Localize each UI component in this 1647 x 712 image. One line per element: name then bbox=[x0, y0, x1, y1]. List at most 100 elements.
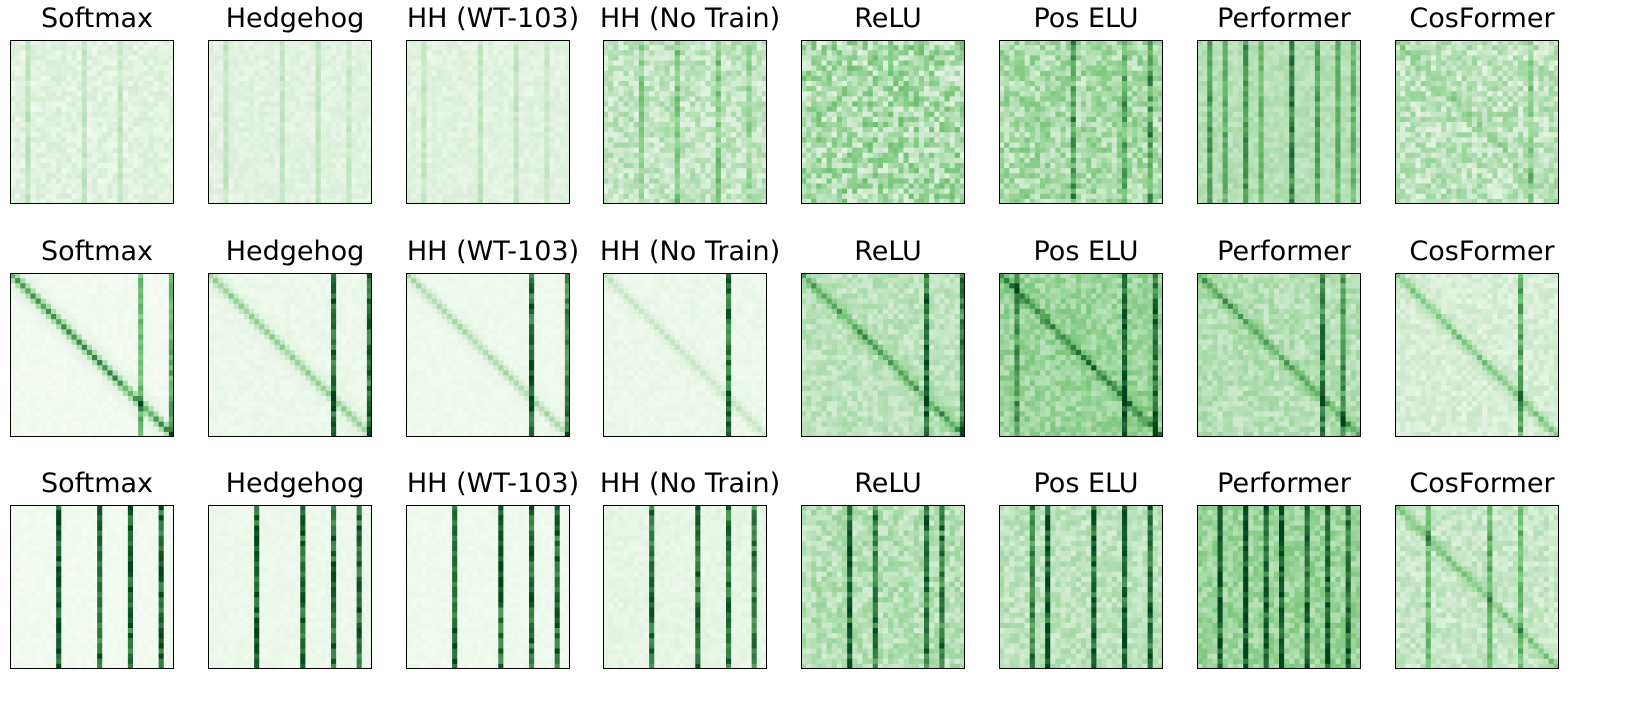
heatmap-cell bbox=[821, 157, 828, 164]
heatmap-cell bbox=[320, 163, 327, 169]
heatmap-cell bbox=[81, 106, 88, 113]
heatmap-cell bbox=[654, 60, 660, 67]
heatmap-cell bbox=[898, 142, 904, 149]
heatmap-cell bbox=[741, 188, 747, 195]
heatmap-cell bbox=[544, 127, 550, 133]
heatmap-cell bbox=[710, 65, 717, 72]
heatmap-cell bbox=[493, 96, 499, 102]
heatmap-cell bbox=[452, 45, 458, 51]
heatmap-cell bbox=[544, 142, 550, 149]
heatmap-cell bbox=[664, 106, 671, 113]
heatmap-cell bbox=[163, 188, 170, 195]
heatmap-cell bbox=[331, 168, 337, 174]
heatmap-cell bbox=[148, 106, 154, 113]
heatmap-cell bbox=[801, 75, 807, 82]
heatmap-cell bbox=[441, 137, 448, 143]
heatmap-cell bbox=[746, 152, 753, 159]
heatmap-cell bbox=[279, 86, 286, 92]
heatmap-cell bbox=[544, 86, 550, 92]
heatmap-cell bbox=[715, 147, 722, 154]
heatmap-cell bbox=[254, 65, 260, 72]
heatmap-cell bbox=[498, 60, 504, 67]
heatmap-cell bbox=[238, 70, 245, 77]
heatmap-cell bbox=[213, 152, 219, 159]
heatmap-cell bbox=[603, 147, 609, 154]
heatmap-cell bbox=[633, 137, 640, 143]
heatmap-cell bbox=[45, 152, 52, 159]
heatmap-cell bbox=[513, 198, 520, 204]
heatmap-cell bbox=[467, 193, 474, 200]
heatmap-cell bbox=[66, 183, 72, 190]
heatmap-cell bbox=[218, 173, 224, 179]
heatmap-cell bbox=[710, 193, 717, 200]
heatmap-cell bbox=[801, 142, 807, 149]
heatmap-cell bbox=[35, 183, 42, 190]
heatmap-cell bbox=[366, 178, 372, 184]
heatmap-cell bbox=[153, 137, 160, 143]
heatmap-cell bbox=[122, 157, 129, 164]
heatmap-cell bbox=[20, 40, 26, 46]
heatmap-cell bbox=[127, 55, 134, 61]
heatmap-cell bbox=[426, 152, 433, 159]
heatmap-cell bbox=[908, 111, 915, 118]
heatmap-cell bbox=[426, 55, 433, 61]
heatmap-cell bbox=[243, 106, 250, 113]
heatmap-cell bbox=[127, 86, 134, 92]
heatmap-cell bbox=[710, 106, 717, 113]
heatmap-cell bbox=[628, 70, 635, 77]
heatmap-cell bbox=[35, 137, 42, 143]
heatmap-cell bbox=[467, 106, 474, 113]
heatmap-cell bbox=[806, 137, 812, 143]
heatmap-cell bbox=[751, 101, 758, 108]
heatmap-cell bbox=[71, 81, 78, 87]
heatmap-cell bbox=[498, 116, 504, 123]
heatmap-cell bbox=[56, 173, 62, 179]
heatmap-cell bbox=[259, 168, 265, 174]
heatmap-cell bbox=[269, 116, 276, 123]
heatmap-cell bbox=[86, 137, 93, 143]
heatmap-cell bbox=[700, 60, 706, 67]
heatmap-cell bbox=[924, 173, 930, 179]
heatmap-cell bbox=[664, 40, 671, 46]
heatmap-cell bbox=[223, 152, 229, 159]
heatmap-cell bbox=[133, 198, 139, 204]
heatmap-cell bbox=[654, 40, 660, 46]
heatmap-cell bbox=[503, 75, 509, 82]
heatmap-cell bbox=[71, 147, 78, 154]
heatmap-cell bbox=[228, 198, 235, 204]
heatmap-cell bbox=[76, 65, 83, 72]
heatmap-cell bbox=[366, 86, 372, 92]
heatmap-cell bbox=[102, 111, 108, 118]
heatmap-cell bbox=[564, 55, 570, 61]
heatmap-cell bbox=[223, 55, 229, 61]
heatmap-cell bbox=[633, 188, 640, 195]
heatmap-cell bbox=[700, 45, 706, 51]
heatmap-cell bbox=[633, 40, 640, 46]
heatmap-cell bbox=[148, 55, 154, 61]
heatmap-cell bbox=[761, 86, 767, 92]
heatmap-cell bbox=[903, 40, 910, 46]
heatmap-cell bbox=[462, 45, 468, 51]
heatmap-cell bbox=[86, 188, 93, 195]
heatmap-cell bbox=[872, 111, 879, 118]
heatmap-cell bbox=[441, 178, 448, 184]
heatmap-cell bbox=[518, 65, 525, 72]
heatmap-cell bbox=[421, 101, 427, 108]
heatmap-cell bbox=[218, 106, 224, 113]
heatmap-cell bbox=[122, 137, 129, 143]
heatmap-cell bbox=[756, 152, 763, 159]
heatmap-cell bbox=[346, 111, 352, 118]
heatmap-cell bbox=[274, 127, 281, 133]
heatmap-cell bbox=[462, 178, 468, 184]
heatmap-cell bbox=[300, 75, 306, 82]
heatmap-cell bbox=[493, 40, 499, 46]
heatmap-cell bbox=[86, 96, 93, 102]
heatmap-cell bbox=[705, 142, 712, 149]
heatmap-cell bbox=[86, 122, 93, 128]
heatmap-cell bbox=[35, 81, 42, 87]
heatmap-cell bbox=[61, 147, 67, 154]
heatmap-cell bbox=[736, 127, 742, 133]
heatmap-cell bbox=[51, 70, 57, 77]
heatmap-cell bbox=[290, 198, 296, 204]
